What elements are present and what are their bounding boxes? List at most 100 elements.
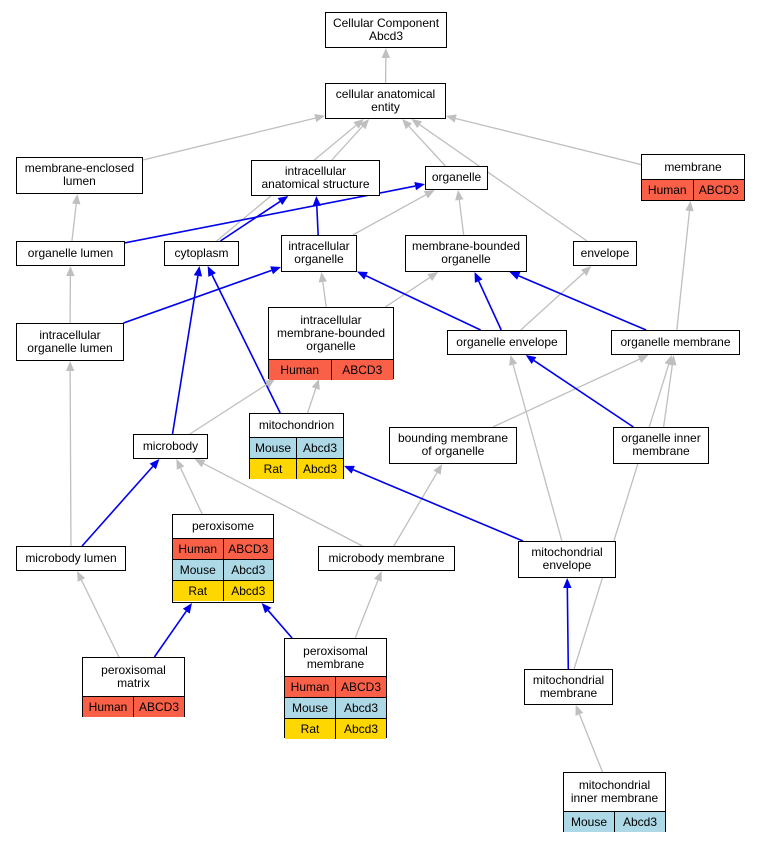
edge-iol-ol — [66, 266, 75, 324]
edge-mbo-organelle — [455, 190, 465, 236]
arrowhead — [314, 114, 325, 123]
node-label: membrane-enclosed lumen — [24, 161, 135, 189]
node-label: organelle envelope — [456, 334, 558, 349]
node-bmo[interactable]: bounding membrane of organelle — [389, 427, 517, 464]
node-cae[interactable]: cellular anatomical entity — [325, 83, 446, 119]
edge-envelope-cae — [411, 119, 588, 242]
edge-me-mito — [344, 465, 524, 542]
edge-mim-mm — [575, 705, 604, 773]
node-root[interactable]: Cellular Component Abcd3 — [325, 12, 447, 48]
species-name: Human — [290, 680, 330, 694]
node-mbm[interactable]: microbody membrane — [318, 546, 455, 571]
arrowhead — [65, 361, 75, 372]
arrowhead — [270, 266, 281, 275]
arrowhead — [357, 271, 368, 280]
edge-organelle-cae — [402, 119, 446, 167]
arrowhead — [446, 114, 457, 123]
edge-ol-mel — [71, 194, 81, 242]
node-mbl[interactable]: microbody lumen — [16, 546, 126, 571]
arrowhead — [525, 355, 537, 365]
arrowhead — [414, 181, 425, 191]
node-label: Cellular Component Abcd3 — [332, 15, 440, 43]
edge-mbm-microbody — [194, 459, 363, 547]
edge-iol-io — [123, 266, 281, 324]
edge-oe-io — [357, 271, 481, 331]
species-name: Rat — [300, 722, 320, 736]
node-io[interactable]: intracellular organelle — [281, 235, 357, 272]
node-oe[interactable]: organelle envelope — [447, 330, 567, 355]
node-label: mitochondrial membrane — [532, 672, 605, 700]
edge-oe-envelope — [520, 266, 592, 331]
arrowhead — [509, 272, 521, 280]
arrowhead — [359, 119, 370, 130]
arrowhead — [353, 119, 364, 129]
node-om[interactable]: organelle membrane — [611, 330, 740, 355]
node-envelope[interactable]: envelope — [573, 241, 637, 266]
edge-io-organelle — [352, 190, 435, 236]
arrowhead — [402, 119, 412, 130]
arrowhead — [575, 705, 584, 716]
gene-symbol: ABCD3 — [692, 180, 745, 200]
node-label: peroxisome — [191, 519, 255, 533]
edge-pm-mbl — [77, 571, 120, 658]
arrowhead — [427, 272, 439, 282]
gene-symbol: Abcd3 — [296, 459, 343, 479]
node-ias[interactable]: intracellular anatomical structure — [251, 160, 380, 196]
edge-pmem-perox — [261, 603, 293, 639]
arrowhead — [581, 266, 592, 276]
species-name: Mouse — [291, 701, 329, 715]
arrowhead — [311, 379, 320, 390]
edge-pmem-mbm — [354, 571, 382, 639]
species-row-mouse: Mouse Abcd3 — [285, 697, 386, 718]
node-label: organelle membrane — [620, 334, 731, 349]
node-imbo[interactable]: intracellular membrane-bounded organelle… — [268, 307, 394, 380]
node-label: mitochondrion — [258, 418, 335, 432]
node-ol[interactable]: organelle lumen — [16, 241, 125, 266]
edge-me-oe — [509, 355, 563, 542]
edge-mm-me — [563, 578, 572, 670]
arrowhead — [194, 459, 206, 468]
node-label: intracellular organelle — [288, 239, 350, 267]
edge-om-membrane — [676, 201, 694, 331]
node-label: envelope — [580, 245, 630, 260]
node-oim[interactable]: organelle inner membrane — [613, 427, 709, 464]
arrowhead — [374, 571, 382, 582]
node-label: intracellular membrane-bounded organelle — [276, 313, 386, 353]
node-mbo[interactable]: membrane-bounded organelle — [405, 235, 527, 272]
node-mel[interactable]: membrane-enclosed lumen — [16, 157, 143, 194]
arrowhead — [381, 48, 391, 59]
node-organelle[interactable]: organelle — [425, 166, 488, 190]
node-label: organelle lumen — [27, 245, 114, 260]
gene-symbol: Abcd3 — [335, 698, 386, 718]
node-label: organelle inner membrane — [621, 431, 701, 459]
arrowhead — [312, 196, 321, 207]
node-label: membrane — [664, 159, 722, 174]
arrowhead — [182, 603, 193, 614]
gene-symbol: Abcd3 — [296, 438, 343, 458]
arrowhead — [433, 464, 443, 475]
node-iol[interactable]: intracellular organelle lumen — [16, 323, 124, 361]
edge-oim-oe — [525, 355, 634, 428]
node-me[interactable]: mitochondrial envelope — [518, 541, 616, 578]
arrowhead — [563, 578, 572, 589]
node-mm[interactable]: mitochondrial membrane — [524, 669, 613, 705]
node-cytoplasm[interactable]: cytoplasm — [164, 241, 239, 266]
species-name: Mouse — [254, 441, 292, 455]
node-label: cytoplasm — [174, 245, 229, 260]
gene-symbol: Abcd3 — [614, 812, 665, 832]
node-label: mitochondrial envelope — [531, 545, 603, 573]
edge-imbo-io — [318, 272, 327, 308]
species-name: Mouse — [570, 815, 608, 829]
gene-symbol: ABCD3 — [330, 360, 394, 380]
node-microbody[interactable]: microbody — [133, 434, 208, 459]
edge-imbo-mbo — [384, 272, 439, 308]
